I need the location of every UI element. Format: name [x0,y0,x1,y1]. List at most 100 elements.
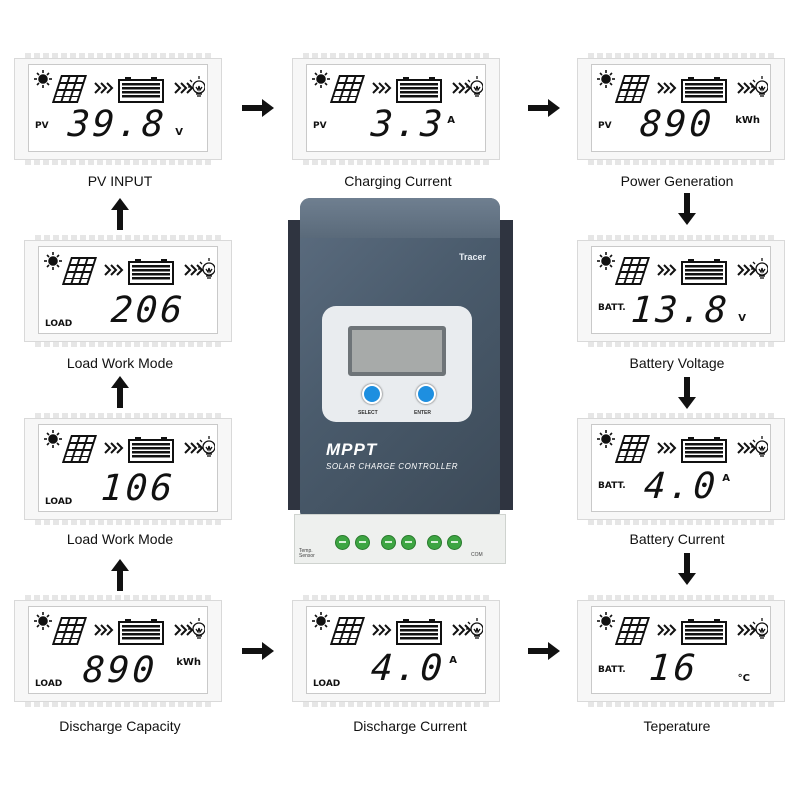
unit-label: A [449,655,457,666]
status-icons [33,611,205,645]
reading-value: 206 [109,290,187,331]
arrow-right-icon [242,99,274,117]
caption-load-work-mode-2: Load Work Mode [66,531,174,547]
caption-discharge-capacity: Discharge Capacity [59,718,181,734]
reading-value: 890 [638,104,716,145]
unit-label: V [175,127,183,138]
load-negative-terminal [447,535,462,550]
arrow-down-icon [678,193,696,225]
arrow-down-icon [678,553,696,585]
lcd-screen: BATT. 13.8 V [591,246,771,334]
mode-label: PV [35,121,49,131]
reading-value: 3.3 [369,104,447,145]
reading-value: 4.0 [369,648,447,689]
reading-value: 13.8 [629,290,732,331]
unit-label: V [738,313,746,324]
lcd-panel-discharge-capacity: LOAD 890 kWh [14,595,222,707]
unit-label: A [722,473,730,484]
lcd-panel-load-work-mode-206: LOAD 206 [24,235,232,347]
lcd-panel-load-work-mode-106: LOAD 106 [24,413,232,525]
mode-label: LOAD [35,679,63,689]
mounting-bracket-left [288,220,302,510]
lcd-panel-discharge-current: LOAD 4.0 A [292,595,500,707]
caption-charging-current: Charging Current [344,173,452,189]
com-label: COM [471,552,483,558]
mode-label: PV [598,121,612,131]
lcd-screen: PV 890 kWh [591,64,771,152]
pv-positive-terminal [335,535,350,550]
caption-discharge-current: Discharge Current [353,718,467,734]
caption-battery-voltage: Battery Voltage [629,355,725,371]
arrow-right-icon [528,99,560,117]
status-icons [596,429,768,463]
controller-lcd [348,326,446,376]
lcd-panel-battery-current: BATT. 4.0 A [577,413,785,525]
enter-button[interactable] [416,384,436,404]
pv-negative-terminal [355,535,370,550]
lcd-screen: BATT. 4.0 A [591,424,771,512]
arrow-down-icon [678,377,696,409]
reading-value: 16 [647,648,700,689]
status-icons [596,251,768,285]
caption-load-work-mode-1: Load Work Mode [66,355,174,371]
status-icons [596,611,768,645]
caption-temperature: Teperature [643,718,711,734]
lcd-screen: LOAD 206 [38,246,218,334]
arrow-up-icon [111,198,129,230]
status-icons [596,69,768,103]
mode-label: LOAD [313,679,341,689]
terminal-block: Temp. Sensor COM [294,514,506,564]
status-icons [311,611,483,645]
caption-power-generation: Power Generation [620,173,734,189]
mode-label: LOAD [45,319,73,329]
mppt-charge-controller: Tracer SELECT ENTER MPPT SOLAR CHARGE CO… [288,198,513,568]
product-title: MPPT [326,440,378,459]
caption-battery-current: Battery Current [629,531,725,547]
load-positive-terminal [427,535,442,550]
mode-label: BATT. [598,665,626,675]
lcd-screen: PV 39.8 V [28,64,208,152]
display-panel: SELECT ENTER [322,306,472,422]
lcd-screen: LOAD 4.0 A [306,606,486,694]
lcd-screen: BATT. 16 °C [591,606,771,694]
brand-label: Tracer [458,252,486,262]
unit-label: °C [737,673,750,684]
reading-value: 890 [81,650,159,691]
arrow-up-icon [111,559,129,591]
select-button[interactable] [362,384,382,404]
status-icons [43,429,215,463]
status-icons [33,69,205,103]
mode-label: BATT. [598,481,626,491]
mode-label: PV [313,121,327,131]
lcd-panel-battery-voltage: BATT. 13.8 V [577,235,785,347]
lcd-screen: PV 3.3 A [306,64,486,152]
lcd-panel-temperature: BATT. 16 °C [577,595,785,707]
reading-value: 39.8 [66,104,169,145]
lcd-panel-pv-input: PV 39.8 V [14,53,222,165]
unit-label: A [447,115,455,126]
select-label: SELECT [358,410,378,416]
mounting-bracket-right [499,220,513,510]
lcd-panel-power-generation: PV 890 kWh [577,53,785,165]
reading-value: 106 [99,468,177,509]
lcd-panel-charging-current: PV 3.3 A [292,53,500,165]
mode-label: BATT. [598,303,626,313]
battery-negative-terminal [401,535,416,550]
reading-value: 4.0 [642,466,720,507]
unit-label: kWh [176,657,201,668]
lcd-screen: LOAD 106 [38,424,218,512]
arrow-right-icon [528,642,560,660]
status-icons [43,251,215,285]
arrow-up-icon [111,376,129,408]
lcd-screen: LOAD 890 kWh [28,606,208,694]
controller-body: Tracer SELECT ENTER MPPT SOLAR CHARGE CO… [300,198,500,516]
arrow-right-icon [242,642,274,660]
product-subtitle: SOLAR CHARGE CONTROLLER [326,462,458,471]
status-icons [311,69,483,103]
battery-positive-terminal [381,535,396,550]
temp-sensor-label: Temp. Sensor [299,548,315,559]
mode-label: LOAD [45,497,73,507]
unit-label: kWh [735,115,760,126]
caption-pv-input: PV INPUT [87,173,153,189]
enter-label: ENTER [414,410,431,416]
